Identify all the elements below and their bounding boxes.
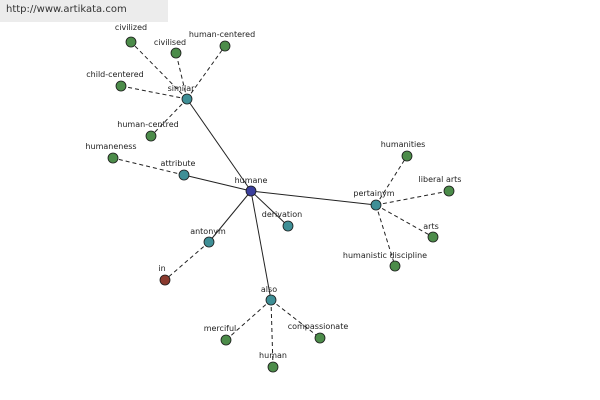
node-dot-pertainym[interactable] bbox=[370, 199, 382, 211]
node-label-humaneness[interactable]: humaneness bbox=[85, 142, 136, 151]
url-banner: http://www.artikata.com bbox=[0, 0, 168, 22]
node-label-human-centred[interactable]: human-centred bbox=[117, 120, 178, 129]
node-dot-derivation[interactable] bbox=[282, 220, 294, 232]
node-humaneness[interactable]: humaneness bbox=[85, 142, 137, 164]
node-label-merciful[interactable]: merciful bbox=[204, 324, 237, 333]
node-humane[interactable]: humane bbox=[235, 176, 268, 197]
edge-pertainym-liberal-arts bbox=[375, 190, 450, 206]
node-attribute[interactable]: attribute bbox=[161, 159, 196, 181]
site-url[interactable]: http://www.artikata.com bbox=[6, 4, 127, 15]
node-label-pertainym[interactable]: pertainym bbox=[353, 189, 394, 198]
node-human-centred[interactable]: human-centred bbox=[117, 120, 179, 142]
node-label-human-centered[interactable]: human-centered bbox=[189, 30, 255, 39]
node-civilised[interactable]: civilised bbox=[154, 38, 186, 59]
node-label-attribute[interactable]: attribute bbox=[161, 159, 196, 168]
node-child-centered[interactable]: child-centered bbox=[86, 70, 144, 92]
node-label-civilised[interactable]: civilised bbox=[154, 38, 186, 47]
node-dot-antonym[interactable] bbox=[203, 236, 215, 248]
node-liberal-arts[interactable]: liberal arts bbox=[419, 175, 462, 197]
node-label-arts[interactable]: arts bbox=[423, 222, 439, 231]
edge-humane-derivation bbox=[250, 190, 289, 227]
node-humanities[interactable]: humanities bbox=[381, 140, 426, 162]
edge-similar-civilized bbox=[130, 41, 188, 100]
node-dot-human[interactable] bbox=[267, 361, 279, 373]
node-antonym[interactable]: antonym bbox=[190, 227, 226, 248]
node-dot-humanities[interactable] bbox=[401, 150, 413, 162]
node-similar[interactable]: similar bbox=[168, 84, 196, 105]
node-derivation[interactable]: derivation bbox=[262, 210, 302, 232]
node-human[interactable]: human bbox=[259, 351, 287, 373]
node-dot-compassionate[interactable] bbox=[314, 332, 326, 344]
node-human-centered[interactable]: human-centered bbox=[189, 30, 255, 52]
node-label-liberal-arts[interactable]: liberal arts bbox=[419, 175, 462, 184]
node-label-humane[interactable]: humane bbox=[235, 176, 268, 185]
edge-humane-similar bbox=[186, 98, 252, 192]
edge-antonym-in bbox=[164, 241, 210, 281]
node-dot-humaneness[interactable] bbox=[107, 152, 119, 164]
edge-pertainym-arts bbox=[375, 204, 434, 238]
node-also[interactable]: also bbox=[261, 285, 277, 306]
node-in[interactable]: in bbox=[158, 264, 171, 286]
node-dot-humane[interactable] bbox=[245, 185, 257, 197]
node-dot-arts[interactable] bbox=[427, 231, 439, 243]
node-label-civilized[interactable]: civilized bbox=[115, 23, 147, 32]
node-label-antonym[interactable]: antonym bbox=[190, 227, 226, 236]
node-label-humanities[interactable]: humanities bbox=[381, 140, 426, 149]
node-label-in[interactable]: in bbox=[158, 264, 165, 273]
node-dot-civilised[interactable] bbox=[170, 47, 182, 59]
node-dot-merciful[interactable] bbox=[220, 334, 232, 346]
node-dot-in[interactable] bbox=[159, 274, 171, 286]
edge-also-compassionate bbox=[270, 299, 321, 339]
edge-attribute-humaneness bbox=[112, 157, 185, 176]
node-pertainym[interactable]: pertainym bbox=[353, 189, 395, 211]
node-dot-civilized[interactable] bbox=[125, 36, 137, 48]
node-merciful[interactable]: merciful bbox=[204, 324, 237, 346]
edge-humane-antonym bbox=[208, 190, 252, 243]
edge-also-merciful bbox=[225, 299, 272, 341]
edge-similar-civilised bbox=[175, 52, 188, 100]
node-label-child-centered[interactable]: child-centered bbox=[86, 70, 143, 79]
node-dot-human-centered[interactable] bbox=[219, 40, 231, 52]
node-dot-liberal-arts[interactable] bbox=[443, 185, 455, 197]
edge-pertainym-humanities bbox=[375, 155, 408, 206]
node-dot-child-centered[interactable] bbox=[115, 80, 127, 92]
edge-similar-child-centered bbox=[120, 85, 188, 100]
node-label-similar[interactable]: similar bbox=[168, 84, 196, 93]
node-dot-also[interactable] bbox=[265, 294, 277, 306]
node-dot-similar[interactable] bbox=[181, 93, 193, 105]
node-arts[interactable]: arts bbox=[423, 222, 439, 243]
edge-humane-attribute bbox=[183, 174, 252, 192]
edge-humane-also bbox=[250, 190, 272, 301]
node-humanistic-discipline[interactable]: humanistic discipline bbox=[343, 251, 427, 272]
node-dot-attribute[interactable] bbox=[178, 169, 190, 181]
node-dot-human-centred[interactable] bbox=[145, 130, 157, 142]
node-civilized[interactable]: civilized bbox=[115, 23, 147, 48]
edge-layer bbox=[112, 41, 450, 368]
node-layer: humane similar attribute antonym derivation p… bbox=[85, 23, 462, 373]
node-label-also[interactable]: also bbox=[261, 285, 277, 294]
node-dot-humanistic-discipline[interactable] bbox=[389, 260, 401, 272]
edge-pertainym-humanistic-discipline bbox=[375, 204, 396, 267]
edge-similar-human-centred bbox=[150, 98, 188, 137]
edge-similar-human-centered bbox=[186, 45, 226, 100]
edge-humane-pertainym bbox=[250, 190, 377, 206]
node-label-derivation[interactable]: derivation bbox=[262, 210, 302, 219]
node-label-compassionate[interactable]: compassionate bbox=[288, 322, 349, 331]
node-label-human[interactable]: human bbox=[259, 351, 287, 360]
node-compassionate[interactable]: compassionate bbox=[288, 322, 349, 344]
node-label-humanistic-discipline[interactable]: humanistic discipline bbox=[343, 251, 427, 260]
